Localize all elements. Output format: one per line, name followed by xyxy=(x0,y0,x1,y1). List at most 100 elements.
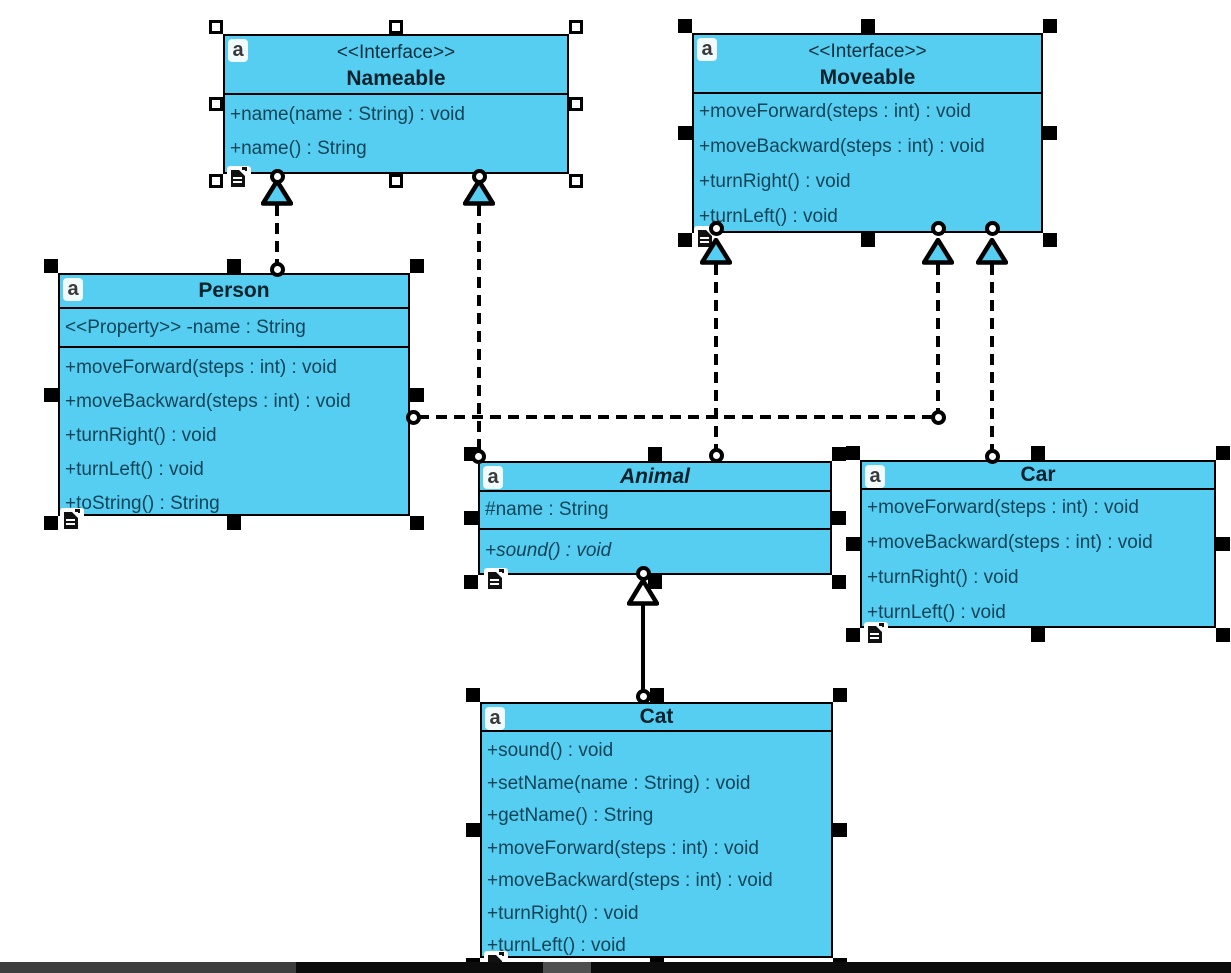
realization-line-animal-nameable[interactable] xyxy=(477,205,481,451)
method-item: +moveForward(steps : int) : void xyxy=(867,497,1139,518)
selection-handle[interactable] xyxy=(678,233,692,247)
class-name: Cat xyxy=(639,705,674,728)
selection-handle[interactable] xyxy=(1216,446,1230,460)
selection-handle[interactable] xyxy=(832,575,846,589)
realization-line-person-moveable-horizontal[interactable] xyxy=(418,415,932,419)
selection-handle[interactable] xyxy=(846,446,860,460)
method-item: +turnRight() : void xyxy=(487,902,639,924)
connector-endpoint[interactable] xyxy=(471,168,487,184)
realization-arrow-icon[interactable] xyxy=(922,238,954,265)
method-item: +moveForward(steps : int) : void xyxy=(699,100,971,122)
selection-handle[interactable] xyxy=(410,387,424,402)
generalization-arrow-icon[interactable] xyxy=(627,578,659,606)
connector-endpoint[interactable] xyxy=(269,168,285,184)
selection-handle[interactable] xyxy=(860,19,875,33)
selection-handle[interactable] xyxy=(569,20,583,34)
class-nameable[interactable]: a <<Interface>> Nameable +name(name : St… xyxy=(223,34,569,174)
realization-arrow-icon[interactable] xyxy=(463,179,495,206)
scrollbar-track-left[interactable] xyxy=(0,962,296,973)
method-item: +toString() : String xyxy=(65,492,220,514)
selection-handle[interactable] xyxy=(44,259,58,273)
class-animal[interactable]: a Animal #name : String +sound() : void xyxy=(478,461,832,575)
selection-handle[interactable] xyxy=(648,575,662,589)
realization-line-car-moveable[interactable] xyxy=(990,264,994,450)
method-item: +moveBackward(steps : int) : void xyxy=(699,135,985,157)
annotation-icon: a xyxy=(865,465,885,488)
selection-handle[interactable] xyxy=(569,174,583,188)
selection-handle[interactable] xyxy=(846,628,860,642)
selection-handle[interactable] xyxy=(832,511,846,525)
selection-handle[interactable] xyxy=(209,174,223,188)
connector-endpoint[interactable] xyxy=(635,565,651,581)
selection-handle[interactable] xyxy=(227,516,241,530)
method-item: +turnLeft() : void xyxy=(867,602,1006,623)
selection-handle[interactable] xyxy=(464,511,478,525)
method-item: +getName() : String xyxy=(487,805,654,826)
realization-arrow-icon[interactable] xyxy=(976,238,1008,265)
selection-handle[interactable] xyxy=(410,516,424,530)
selection-handle[interactable] xyxy=(833,823,847,837)
selection-handle[interactable] xyxy=(209,97,223,111)
stereotype-label: <<Interface>> xyxy=(808,41,927,62)
class-person[interactable]: a Person <<Property>> -name : String +mo… xyxy=(58,273,410,516)
method-item: +name() : String xyxy=(230,138,367,159)
scrollbar-thumb[interactable] xyxy=(543,962,591,973)
connector-endpoint[interactable] xyxy=(984,448,1000,464)
selection-handle[interactable] xyxy=(648,447,662,461)
selection-handle[interactable] xyxy=(464,575,478,589)
class-cat[interactable]: a Cat +sound() : void +setName(name : St… xyxy=(480,702,833,958)
connector-endpoint[interactable] xyxy=(984,220,1000,236)
selection-handle[interactable] xyxy=(1216,537,1230,551)
selection-handle[interactable] xyxy=(389,20,403,34)
selection-handle[interactable] xyxy=(44,387,58,402)
realization-line-person-moveable-vertical[interactable] xyxy=(936,264,940,411)
selection-handle[interactable] xyxy=(833,688,847,702)
connector-endpoint[interactable] xyxy=(405,409,421,425)
realization-arrow-icon[interactable] xyxy=(700,238,732,265)
class-name: Animal xyxy=(619,465,690,488)
generalization-line-cat-animal[interactable] xyxy=(641,604,645,692)
selection-handle[interactable] xyxy=(227,259,241,273)
connector-endpoint[interactable] xyxy=(269,261,285,277)
selection-handle[interactable] xyxy=(209,20,223,34)
selection-handle[interactable] xyxy=(1043,19,1057,33)
connector-endpoint[interactable] xyxy=(930,220,946,236)
method-item: +moveBackward(steps : int) : void xyxy=(65,390,351,412)
annotation-icon: a xyxy=(485,707,505,730)
class-moveable[interactable]: a <<Interface>> Moveable +moveForward(st… xyxy=(692,33,1043,233)
selection-handle[interactable] xyxy=(846,537,860,551)
realization-arrow-icon[interactable] xyxy=(261,179,293,206)
selection-handle[interactable] xyxy=(466,688,480,702)
selection-handle[interactable] xyxy=(860,233,875,247)
selection-handle[interactable] xyxy=(678,19,692,33)
selection-handle[interactable] xyxy=(569,97,583,111)
documentation-icon xyxy=(227,166,251,192)
connector-endpoint[interactable] xyxy=(708,220,724,236)
selection-handle[interactable] xyxy=(44,516,58,530)
horizontal-scrollbar[interactable] xyxy=(0,962,1231,973)
annotation-icon: a xyxy=(483,466,503,489)
selection-handle[interactable] xyxy=(410,259,424,273)
connector-endpoint[interactable] xyxy=(635,688,651,704)
selection-handle[interactable] xyxy=(678,126,692,140)
realization-line-animal-moveable[interactable] xyxy=(714,264,718,449)
selection-handle[interactable] xyxy=(1031,628,1045,642)
annotation-icon: a xyxy=(697,38,717,61)
selection-handle[interactable] xyxy=(649,688,664,702)
connector-endpoint[interactable] xyxy=(470,448,486,464)
selection-handle[interactable] xyxy=(466,823,480,837)
class-car[interactable]: a Car +moveForward(steps : int) : void +… xyxy=(860,460,1216,628)
selection-handle[interactable] xyxy=(832,447,846,461)
connector-endpoint[interactable] xyxy=(708,447,724,463)
selection-handle[interactable] xyxy=(1216,628,1230,642)
selection-handle[interactable] xyxy=(1031,446,1045,460)
selection-handle[interactable] xyxy=(1043,233,1057,247)
method-item: +setName(name : String) : void xyxy=(487,772,751,794)
selection-handle[interactable] xyxy=(389,174,403,188)
selection-handle[interactable] xyxy=(1043,126,1057,140)
connector-bend-point[interactable] xyxy=(930,409,946,425)
stereotype-label: <<Interface>> xyxy=(336,42,456,63)
method-item: +moveForward(steps : int) : void xyxy=(65,356,337,378)
realization-line-person-nameable[interactable] xyxy=(275,205,279,264)
